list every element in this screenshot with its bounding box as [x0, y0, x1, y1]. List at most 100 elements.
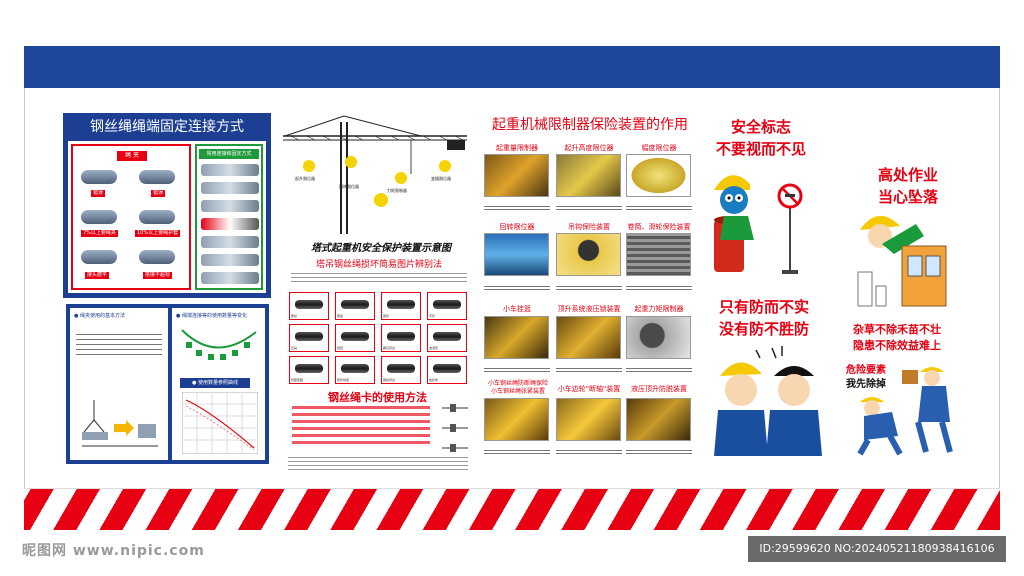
device-caption-lines: [626, 450, 692, 460]
crane-label: 回转限位器: [339, 184, 359, 189]
clip-count-heading: ● 绳端连接等的使用数量等变化: [176, 313, 247, 319]
two-workers-illustration: [714, 346, 822, 456]
device-caption-lines: [484, 206, 550, 216]
rope-fixing-title: 钢丝绳绳端固定连接方式: [90, 119, 244, 135]
device-caption-lines: [556, 450, 622, 460]
device-photo: [556, 316, 621, 359]
clip-caption: 错误: [151, 190, 166, 197]
crane-safety-diagram: 起升限位器 回转限位器 变幅限位器 力矩限制器 塔式起重机安全保护装置示意图: [281, 114, 469, 254]
rope-sample: 断丝: [289, 292, 329, 320]
clip-method-box: 绳 夹 错误 错误 7%以上要绳夹 10%以上要绳护套 接头磨平 搭接不超标: [71, 144, 191, 290]
device-photo: [556, 398, 621, 441]
device-caption-lines: [626, 286, 692, 296]
rope-sample: 绳芯挤出: [381, 324, 421, 352]
slogan-line: 不要视而不见: [715, 140, 806, 158]
rope-clip-usage-title: 钢丝绳卡的使用方法: [328, 391, 427, 404]
device-label: 起重量限制器: [496, 144, 538, 152]
workers-removing-hazard-illustration: [857, 367, 953, 456]
connection-image: [201, 182, 259, 194]
device-photo: [484, 316, 549, 359]
bubble-line: 我先除掉: [846, 379, 886, 390]
device-label: 幅度限位器: [641, 144, 677, 152]
rope-sample: 笼状畸变: [335, 356, 375, 384]
rope-damage-intro: [287, 270, 471, 286]
clip-caption: 10%以上要绳护套: [135, 230, 181, 237]
rope-sample: 热损伤: [427, 356, 467, 384]
connection-methods-box: 常用连接和固定方式: [195, 144, 263, 290]
crane-diagram-title: 塔式起重机安全保护装置示意图: [311, 243, 451, 254]
rope-sample: 波浪形: [427, 324, 467, 352]
rope-sample: 弯折: [427, 292, 467, 320]
clip-image: [139, 250, 175, 264]
device-caption-lines: [626, 206, 692, 216]
device-label: 吊钩保险装置: [568, 223, 610, 231]
red-white-hazard-stripe: [24, 488, 1000, 530]
rope-damage-title: 塔吊钢丝绳损坏简易图片辨别法: [315, 260, 442, 270]
device-caption-lines: [556, 368, 622, 378]
device-photo: [484, 398, 549, 441]
device-label: 顶升系统液压锁装置: [557, 305, 621, 313]
device-caption-lines: [556, 286, 622, 296]
device-photo: [556, 154, 621, 197]
clip-arrangement-diagram: [181, 329, 257, 360]
clip-caption: 错误: [91, 190, 106, 197]
slogan-line: 高处作业: [877, 166, 938, 184]
connection-image: [201, 200, 259, 212]
rope-sample: 局部变粗: [289, 356, 329, 384]
rope-sample: 扭结: [335, 324, 375, 352]
connection-header: 常用连接和固定方式: [199, 149, 259, 159]
slogan-line: 安全标志: [730, 118, 791, 136]
device-photo: [484, 154, 549, 197]
clip-image: [81, 210, 117, 224]
device-photo: [626, 398, 691, 441]
device-caption-lines: [556, 206, 622, 216]
rope-clip-notes: [292, 406, 430, 450]
watermark-site: 昵图网 www.nipic.com: [22, 543, 205, 559]
device-label: 起升高度限位器: [564, 144, 614, 152]
slogan-line: 只有防而不实: [718, 298, 809, 316]
connection-image: [201, 254, 259, 266]
rope-sample: 钢丝挤出: [381, 356, 421, 384]
device-caption-lines: [484, 450, 550, 460]
device-label: 小车钢丝绳防断绳保险 小车钢丝绳张紧装置: [487, 380, 548, 395]
clip-usage-heading: ● 绳夹使用的基本方法: [74, 313, 125, 319]
bubble-line: 危险要素: [846, 365, 886, 376]
device-photo: [626, 154, 691, 197]
device-label: 液压顶升防脱装置: [631, 385, 687, 393]
falling-worker-illustration: [857, 215, 947, 307]
connection-image: [201, 164, 259, 176]
device-caption-lines: [626, 368, 692, 378]
device-label: 回转限位器: [499, 223, 535, 231]
rope-fixing-content: 绳 夹 错误 错误 7%以上要绳夹 10%以上要绳护套 接头磨平 搭接不超标 常…: [68, 141, 266, 293]
connection-image: [201, 272, 259, 284]
slogan-line: 隐患不除效益难上: [853, 339, 941, 352]
device-label: 起重力矩限制器: [634, 305, 684, 313]
clip-usage-left: ● 绳夹使用的基本方法: [70, 308, 168, 460]
device-photo: [484, 233, 549, 276]
crane-label: 变幅限位器: [431, 176, 451, 181]
device-label: 小车边轮"断轴"装置: [557, 385, 621, 393]
device-photo: [626, 233, 691, 276]
slogan-line: 当心坠落: [877, 188, 938, 206]
rope-sample: 磨损: [381, 292, 421, 320]
device-label: 卷筒、滑轮保险装置: [627, 223, 691, 231]
clip-image: [81, 170, 117, 184]
safety-sign-slogan: 安全标志 不要视而不见: [712, 116, 810, 160]
lifting-diagram: [82, 400, 158, 447]
tower-crane-illustration: [283, 115, 467, 234]
slogan-line: 杂草不除禾苗不壮: [853, 323, 941, 336]
rope-fixing-panel: 钢丝绳绳端固定连接方式 绳 夹 错误 错误 7%以上要绳夹 10%以上要绳护套 …: [63, 113, 271, 298]
weeding-slogan: 杂草不除禾苗不壮 隐患不除效益难上: [834, 322, 960, 354]
rope-clip-sketch: [442, 404, 468, 452]
top-blue-band: [24, 46, 1000, 88]
rope-clip-body-text: [288, 454, 468, 484]
chart-caption: ● 使用数量参照曲线: [180, 378, 250, 388]
device-label: 小车挂篮: [503, 305, 531, 313]
clip-caption: 7%以上要绳夹: [81, 230, 118, 237]
clip-usage-panel: ● 绳夹使用的基本方法 ● 绳端连接等的使用数量等变化 ● 使用数量参照曲线: [66, 304, 269, 464]
connection-image: [201, 236, 259, 248]
rope-sample: 断股: [335, 292, 375, 320]
clip-usage-right: ● 绳端连接等的使用数量等变化 ● 使用数量参照曲线: [172, 308, 265, 460]
limiter-panel-title: 起重机械限制器保险装置的作用: [492, 117, 688, 133]
device-caption-lines: [484, 286, 550, 296]
